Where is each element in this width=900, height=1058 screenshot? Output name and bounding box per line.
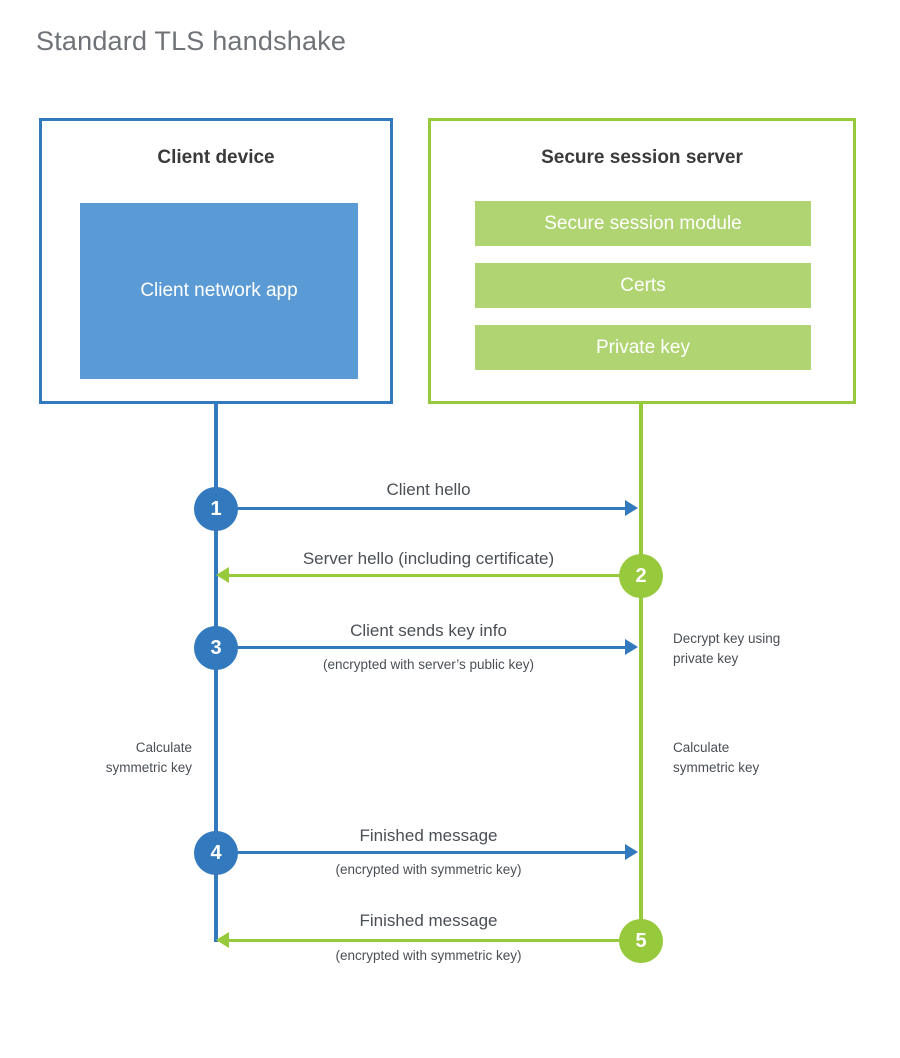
client-device-box: Client device Client network app: [39, 118, 393, 404]
step-3-arrow-head: [625, 639, 638, 655]
server-component-secure-session-module: Secure session module: [475, 201, 811, 246]
step-3-sublabel: (encrypted with server’s public key): [322, 657, 535, 672]
step-5-arrow-line: [228, 939, 641, 942]
step-5-sublabel: (encrypted with symmetric key): [335, 948, 522, 963]
step-4-marker[interactable]: 4: [194, 831, 238, 875]
step-5-arrow-head: [216, 932, 229, 948]
step-4-sublabel: (encrypted with symmetric key): [335, 862, 522, 877]
step-5-marker[interactable]: 5: [619, 919, 663, 963]
step-2-label: Server hello (including certificate): [302, 549, 555, 568]
client-lifeline: [214, 401, 218, 942]
step-3-arrow-line: [216, 646, 627, 649]
server-component-private-key: Private key: [475, 325, 811, 370]
step-5-label: Finished message: [359, 911, 498, 930]
step-3-marker[interactable]: 3: [194, 626, 238, 670]
step-4-label: Finished message: [359, 826, 498, 845]
step-1-label: Client hello: [386, 480, 471, 499]
page-title: Standard TLS handshake: [36, 26, 347, 56]
step-3-label: Client sends key info: [350, 621, 507, 640]
step-2-marker[interactable]: 2: [619, 554, 663, 598]
server-lifeline: [639, 401, 643, 942]
client-calculate-symmetric-key-note: Calculate symmetric key: [105, 740, 192, 775]
secure-session-server-title: Secure session server: [541, 147, 743, 168]
server-component-certs: Certs: [475, 263, 811, 308]
step-4-arrow-head: [625, 844, 638, 860]
step-1-arrow-head: [625, 500, 638, 516]
step-2-arrow-line: [228, 574, 641, 577]
step-4-arrow-line: [216, 851, 627, 854]
step-2-arrow-head: [216, 567, 229, 583]
client-network-app-block: Client network app: [80, 203, 358, 379]
step-1-arrow-line: [216, 507, 627, 510]
step-1-marker[interactable]: 1: [194, 487, 238, 531]
server-decrypt-note: Decrypt key using private key: [673, 631, 781, 666]
server-calculate-symmetric-key-note: Calculate symmetric key: [673, 740, 760, 775]
secure-session-server-box: Secure session server Secure session mod…: [428, 118, 856, 404]
client-device-title: Client device: [157, 147, 275, 168]
